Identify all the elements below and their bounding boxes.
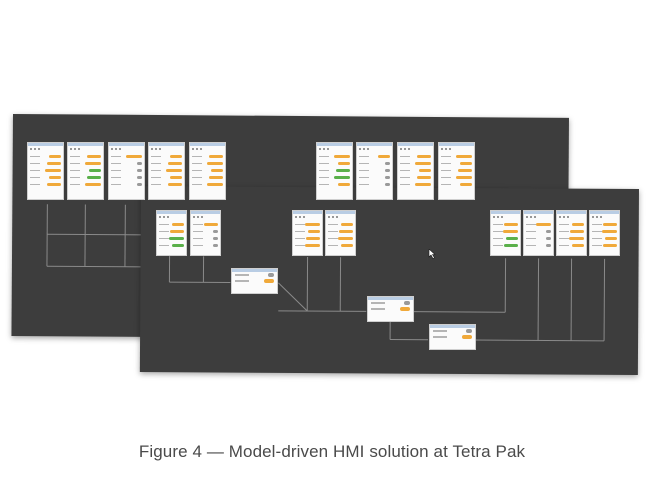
widget-card[interactable] — [490, 210, 521, 256]
logic-node[interactable] — [231, 268, 278, 294]
logic-node[interactable] — [429, 324, 476, 350]
widget-card[interactable] — [523, 210, 554, 256]
widget-card[interactable] — [589, 210, 620, 256]
pointer-cursor-icon — [428, 246, 436, 259]
widget-card[interactable] — [148, 142, 185, 200]
widget-card[interactable] — [190, 210, 221, 256]
widget-card[interactable] — [397, 142, 434, 200]
widget-card[interactable] — [27, 142, 64, 200]
logic-node[interactable] — [367, 296, 414, 322]
widget-card[interactable] — [189, 142, 226, 200]
widget-card[interactable] — [556, 210, 587, 256]
widget-card[interactable] — [325, 210, 356, 256]
widget-card[interactable] — [292, 210, 323, 256]
widget-card[interactable] — [156, 210, 187, 256]
front-canvas-wires — [168, 256, 606, 342]
widget-card[interactable] — [316, 142, 353, 200]
front-hmi-canvas — [139, 186, 639, 376]
figure-caption: Figure 4 — Model-driven HMI solution at … — [138, 442, 526, 461]
widget-card[interactable] — [438, 142, 475, 200]
widget-card[interactable] — [67, 142, 104, 200]
widget-card[interactable] — [356, 142, 393, 200]
widget-card[interactable] — [108, 142, 145, 200]
